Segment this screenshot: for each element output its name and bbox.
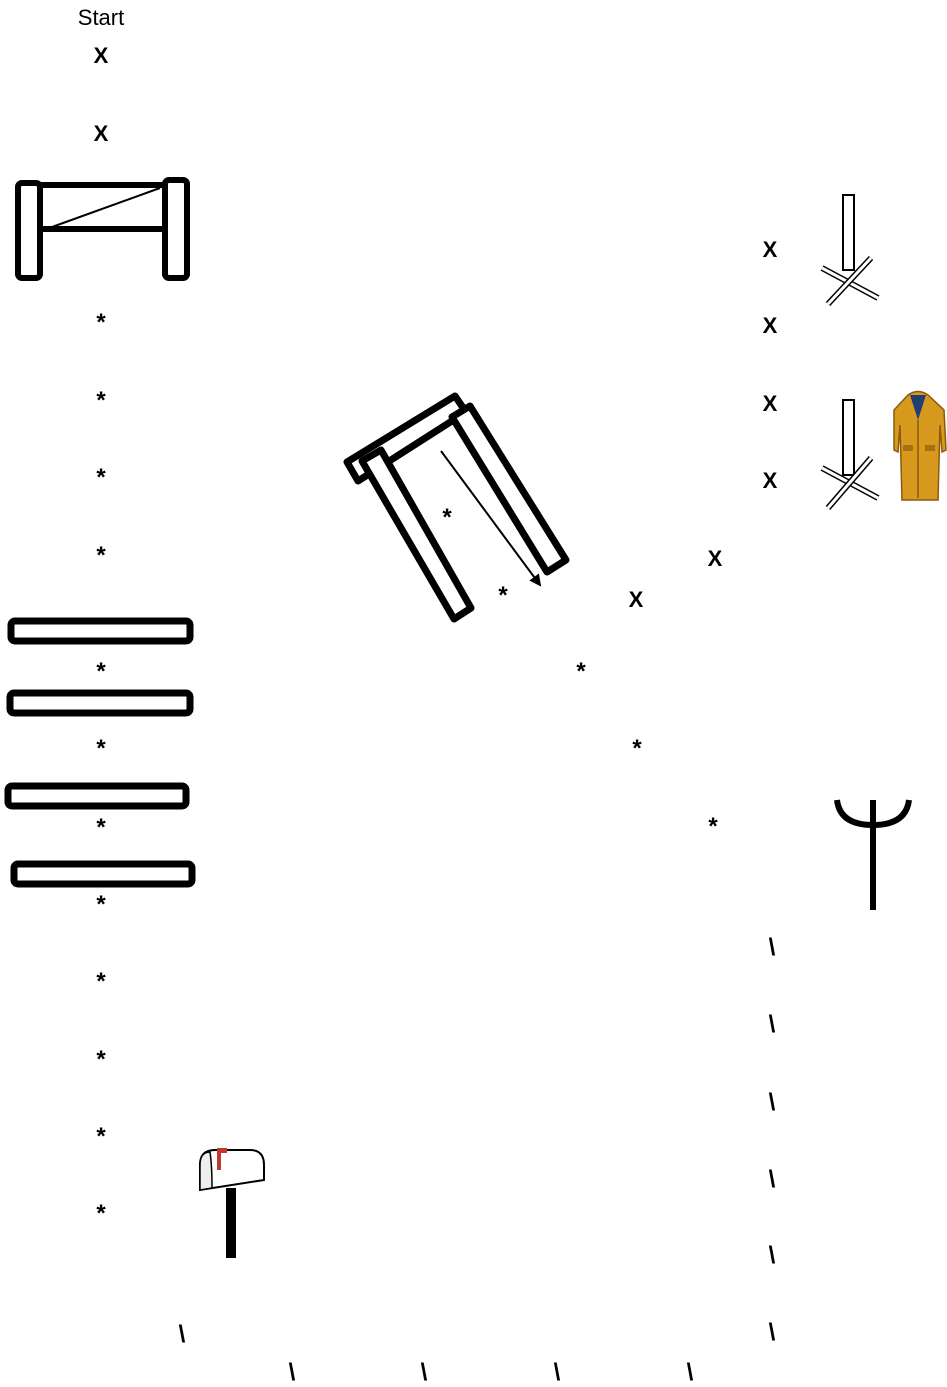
- wing-stand-icon: [822, 400, 878, 508]
- coat-icon: [894, 392, 946, 501]
- ground-poles-icon: [8, 621, 192, 884]
- hitching-post-icon: [837, 800, 909, 910]
- chute-icon: [347, 396, 566, 619]
- fence-gate-icon: [18, 180, 187, 278]
- wing-stand-icon: [822, 195, 878, 304]
- mailbox-icon: [200, 1148, 264, 1258]
